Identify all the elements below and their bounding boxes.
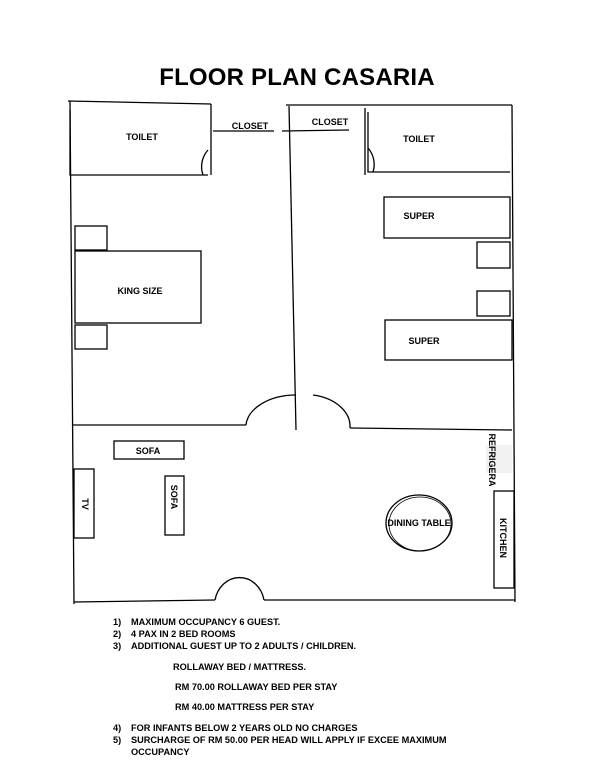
nightstand-left-top bbox=[74, 225, 108, 251]
super-bed-2-label: SUPER bbox=[408, 336, 440, 346]
bedroom-door-left bbox=[245, 394, 297, 426]
toilet-left-label: TOILET bbox=[126, 132, 158, 142]
toilet-left-wall bbox=[69, 110, 208, 176]
kitchen-counter bbox=[493, 490, 515, 589]
tv-unit bbox=[73, 468, 95, 539]
entrance-door bbox=[214, 576, 265, 601]
dining-table-outline bbox=[388, 496, 452, 552]
refrigerator bbox=[486, 445, 512, 473]
nightstand-right-bottom bbox=[476, 290, 511, 317]
closet-divider-mid bbox=[288, 105, 297, 431]
note-item: 3)ADDITIONAL GUEST UP TO 2 ADULTS / CHIL… bbox=[113, 641, 357, 651]
king-bed-label: KING SIZE bbox=[117, 286, 162, 296]
sofa-horizontal bbox=[113, 440, 185, 460]
toilet-left-door bbox=[200, 149, 209, 176]
note-item: 4)FOR INFANTS BELOW 2 YEARS OLD NO CHARG… bbox=[113, 723, 358, 733]
closet-right-label: CLOSET bbox=[312, 117, 349, 127]
super-bed-1 bbox=[383, 196, 511, 239]
bedroom-door-right bbox=[312, 394, 351, 429]
super-bed-1-label: SUPER bbox=[403, 211, 435, 221]
tv-label: TV bbox=[80, 498, 90, 510]
outer-wall-top-left bbox=[67, 100, 212, 105]
note-item: 1)MAXIMUM OCCUPANCY 6 GUEST. bbox=[113, 617, 281, 627]
closet-shelf-right bbox=[281, 129, 350, 132]
super-bed-2 bbox=[384, 319, 513, 361]
notes-list: 1)MAXIMUM OCCUPANCY 6 GUEST. 2)4 PAX IN … bbox=[113, 616, 533, 758]
sofa-vertical bbox=[164, 475, 185, 536]
nightstand-left-bottom bbox=[74, 324, 108, 350]
sofa-vertical-label: SOFA bbox=[169, 485, 179, 510]
toilet-right-label: TOILET bbox=[403, 134, 435, 144]
sub-note: RM 40.00 MATTRESS PER STAY bbox=[175, 702, 315, 712]
note-item: 2)4 PAX IN 2 BED ROOMS bbox=[113, 629, 236, 639]
nightstand-right-top bbox=[476, 241, 511, 269]
toilet-right-wall bbox=[367, 112, 510, 173]
refrigerator-label: REFRIGERA bbox=[487, 433, 497, 487]
note-item: 5)SURCHARGE OF RM 50.00 PER HEAD WILL AP… bbox=[113, 735, 447, 757]
sofa-horizontal-label: SOFA bbox=[136, 446, 161, 456]
outer-wall-left bbox=[69, 100, 75, 605]
kitchen-label: KITCHEN bbox=[498, 518, 508, 558]
king-bed bbox=[74, 250, 202, 324]
bedroom-wall-right bbox=[349, 427, 513, 431]
sub-note: ROLLAWAY BED / MATTRESS. bbox=[173, 662, 307, 672]
page-title: FLOOR PLAN CASARIA bbox=[159, 64, 435, 91]
dining-table-label: DINING TABLE bbox=[387, 518, 450, 528]
closet-left-label: CLOSET bbox=[232, 121, 269, 131]
outer-wall-bottom-left bbox=[73, 599, 216, 603]
sub-note: RM 70.00 ROLLAWAY BED PER STAY bbox=[175, 682, 338, 692]
toilet-right-door bbox=[367, 147, 375, 173]
